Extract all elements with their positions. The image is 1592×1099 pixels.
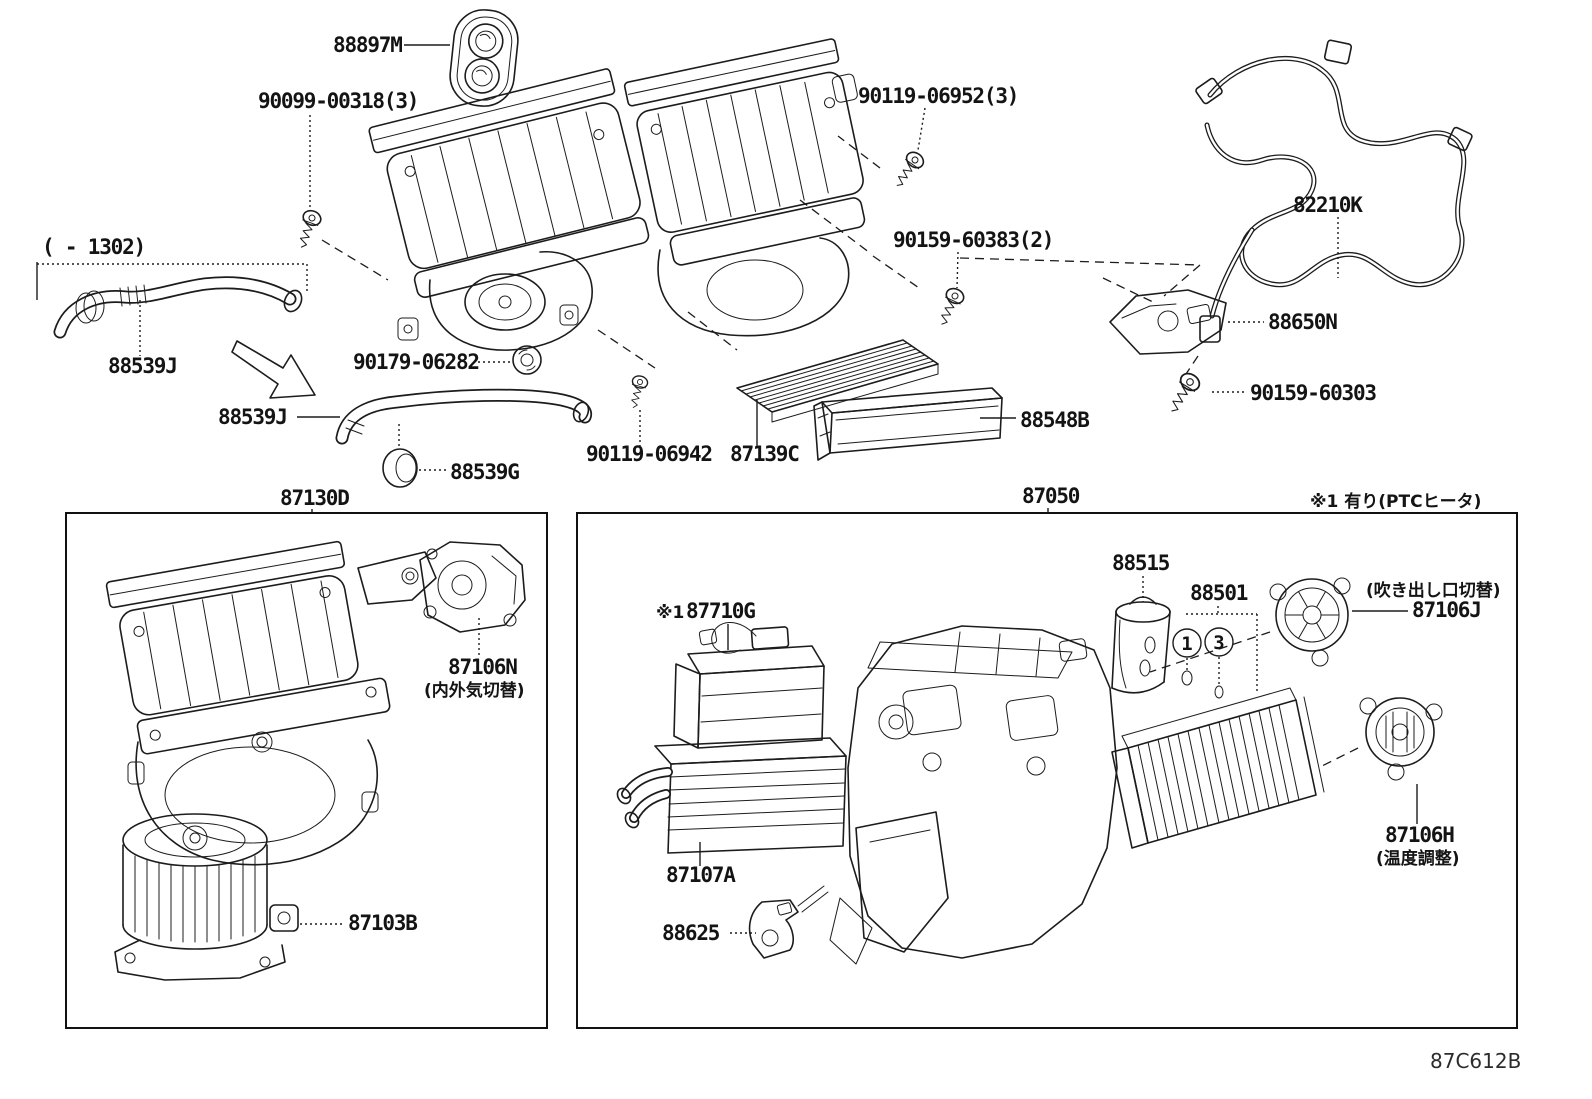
part-label-hose-grommet: 88539G bbox=[450, 460, 519, 484]
kit-callout-bracket bbox=[1172, 606, 1258, 699]
part-label-screw-60383: 90159-60383(2) bbox=[893, 228, 1053, 252]
diagram-code: 87C612B bbox=[1430, 1049, 1521, 1073]
heater-hose-b-art bbox=[335, 388, 593, 445]
outlet-servo-art bbox=[1269, 577, 1351, 667]
pipe-clamp-art bbox=[748, 885, 829, 959]
grommet-art bbox=[449, 9, 519, 107]
part-label-screw-06942: 90119-06942 bbox=[586, 442, 712, 466]
part-label-amplifier: 88650N bbox=[1268, 310, 1337, 334]
part-label-grommet: 88897M bbox=[333, 33, 402, 57]
intake-servo-art bbox=[419, 541, 526, 633]
assembly-dashed-lines bbox=[321, 135, 1201, 375]
leader-lines bbox=[139, 44, 1418, 934]
screw-icon bbox=[1162, 369, 1204, 418]
callout-number-1: 1 bbox=[1181, 633, 1192, 655]
part-label-evaporator-kit: 88501 bbox=[1190, 581, 1248, 605]
ptc-heater-note: ※1 有り(PTCヒータ) bbox=[1310, 491, 1481, 512]
part-label-heater-core: 87107A bbox=[666, 863, 736, 887]
outlet-servo-note: (吹き出し口切替) bbox=[1366, 580, 1501, 601]
assembly-dashed-line bbox=[1321, 747, 1359, 767]
evaporator-core-art bbox=[1111, 687, 1325, 849]
production-range-bracket bbox=[36, 262, 308, 300]
screw-icon bbox=[625, 373, 650, 411]
part-label-outlet-servo: 87106J bbox=[1412, 598, 1481, 622]
screw-icon bbox=[292, 207, 324, 252]
production-range-note: ( - 1302) bbox=[42, 235, 145, 259]
washer-art bbox=[512, 345, 542, 375]
expansion-valve-art bbox=[1111, 596, 1171, 694]
screw-icon bbox=[889, 148, 928, 192]
temp-servo-art bbox=[1359, 697, 1443, 781]
filter-case-art bbox=[813, 387, 1003, 461]
part-label-screw-06952: 90119-06952(3) bbox=[858, 84, 1018, 108]
wiring-harness-art bbox=[1195, 39, 1473, 343]
amplifier-art bbox=[1109, 289, 1227, 355]
ac-case-art bbox=[829, 625, 1118, 965]
ptc-asterisk-prefix: ※1 bbox=[656, 603, 684, 623]
intake-servo-note: (内外気切替) bbox=[424, 680, 525, 701]
hose-grommet-art bbox=[382, 448, 418, 488]
screw-icon bbox=[932, 285, 967, 329]
part-label-intake-servo: 87106N bbox=[448, 655, 517, 679]
part-label-screw-60303: 90159-60303 bbox=[1250, 381, 1376, 405]
blower-motor-art bbox=[114, 813, 299, 981]
section-label-blower: 87130D bbox=[280, 486, 349, 510]
part-label-screw-00318: 90099-00318(3) bbox=[258, 89, 418, 113]
heater-core-art bbox=[616, 737, 847, 854]
blower-assembly-art bbox=[105, 540, 437, 866]
ptc-heater-art bbox=[673, 622, 825, 749]
heater-hose-a-art bbox=[53, 276, 303, 339]
direction-arrow bbox=[231, 340, 316, 399]
part-label-blower-motor: 87103B bbox=[348, 911, 417, 935]
heater-case-art bbox=[368, 68, 650, 351]
part-label-temp-servo: 87106H bbox=[1385, 823, 1454, 847]
part-label-pipe-clamp: 88625 bbox=[662, 921, 720, 945]
part-label-harness: 82210K bbox=[1293, 193, 1363, 217]
part-label-hose-b: 88539J bbox=[218, 405, 287, 429]
ac-unit-section-box bbox=[576, 512, 1518, 1029]
section-label-ac-unit: 87050 bbox=[1022, 484, 1080, 508]
part-label-ptc-heater: 87710G bbox=[686, 599, 755, 623]
evaporator-case-art bbox=[623, 38, 866, 337]
blower-section-box bbox=[65, 512, 548, 1029]
part-label-washer: 90179-06282 bbox=[353, 350, 479, 374]
part-label-hose-a: 88539J bbox=[108, 354, 177, 378]
part-label-filter-case: 88548B bbox=[1020, 408, 1089, 432]
part-label-expansion-valve: 88515 bbox=[1112, 551, 1170, 575]
cabin-filter-art bbox=[736, 339, 939, 423]
part-label-filter: 87139C bbox=[730, 442, 799, 466]
temp-servo-note: (温度調整) bbox=[1376, 848, 1460, 869]
callout-number-3: 3 bbox=[1213, 632, 1224, 654]
